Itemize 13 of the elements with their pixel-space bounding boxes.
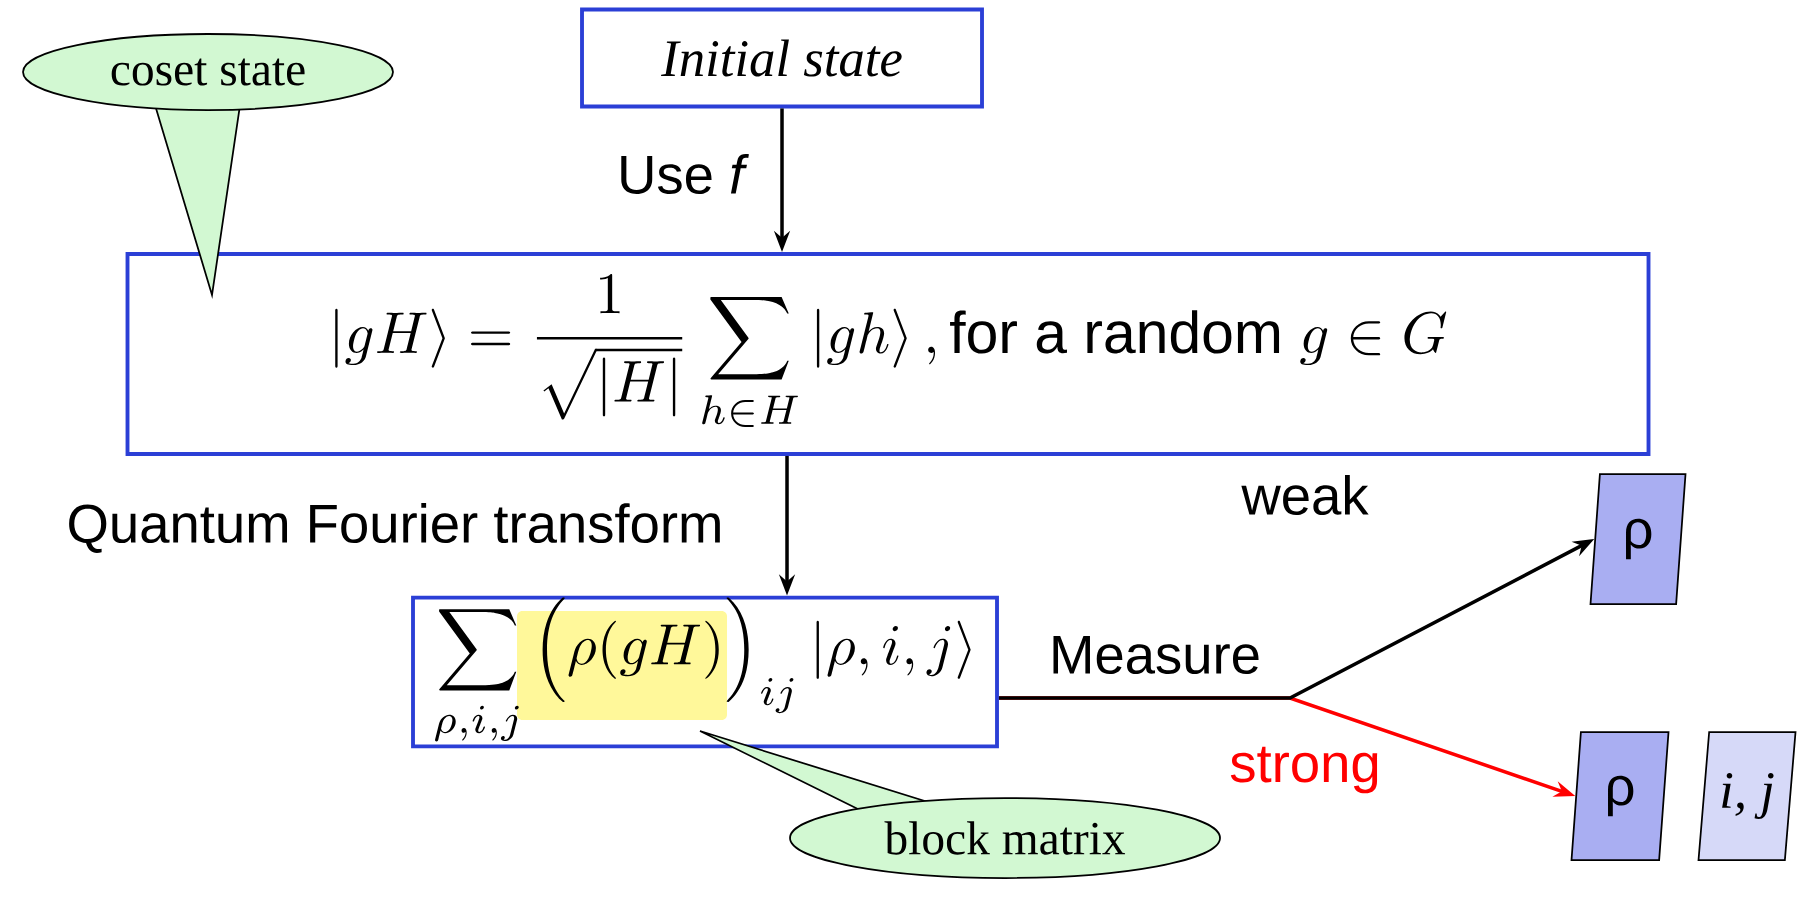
- edge-label: weak: [1239, 473, 1371, 517]
- callout: coset state: [22, 33, 394, 300]
- edge-label: Quantum Fourier transform: [64, 501, 726, 555]
- state-box: Initial state: [580, 7, 984, 109]
- parallelogram: i, j: [1697, 731, 1797, 861]
- formula-box: $\sum_{\rho,i,j}\Big(\rho(gH)\Big)_{ij}\left|\rho,i,j\right\rangle$: [411, 595, 999, 749]
- callout: block matrix: [699, 730, 1221, 879]
- label: Measure: [1053, 636, 1259, 674]
- parallelogram: ρ: [1589, 473, 1687, 605]
- edge-label: Use f: [615, 152, 751, 196]
- parallelogram: ρ: [1570, 731, 1670, 861]
- edge-label: strong: [1227, 745, 1383, 796]
- formula-box: $\left|gH\right\rangle = \frac{1}{\sqrt{|H|}}\sum_{h\in H}\left|gh\right\rangle, \text{for a random } g\in G$: [125, 252, 1651, 456]
